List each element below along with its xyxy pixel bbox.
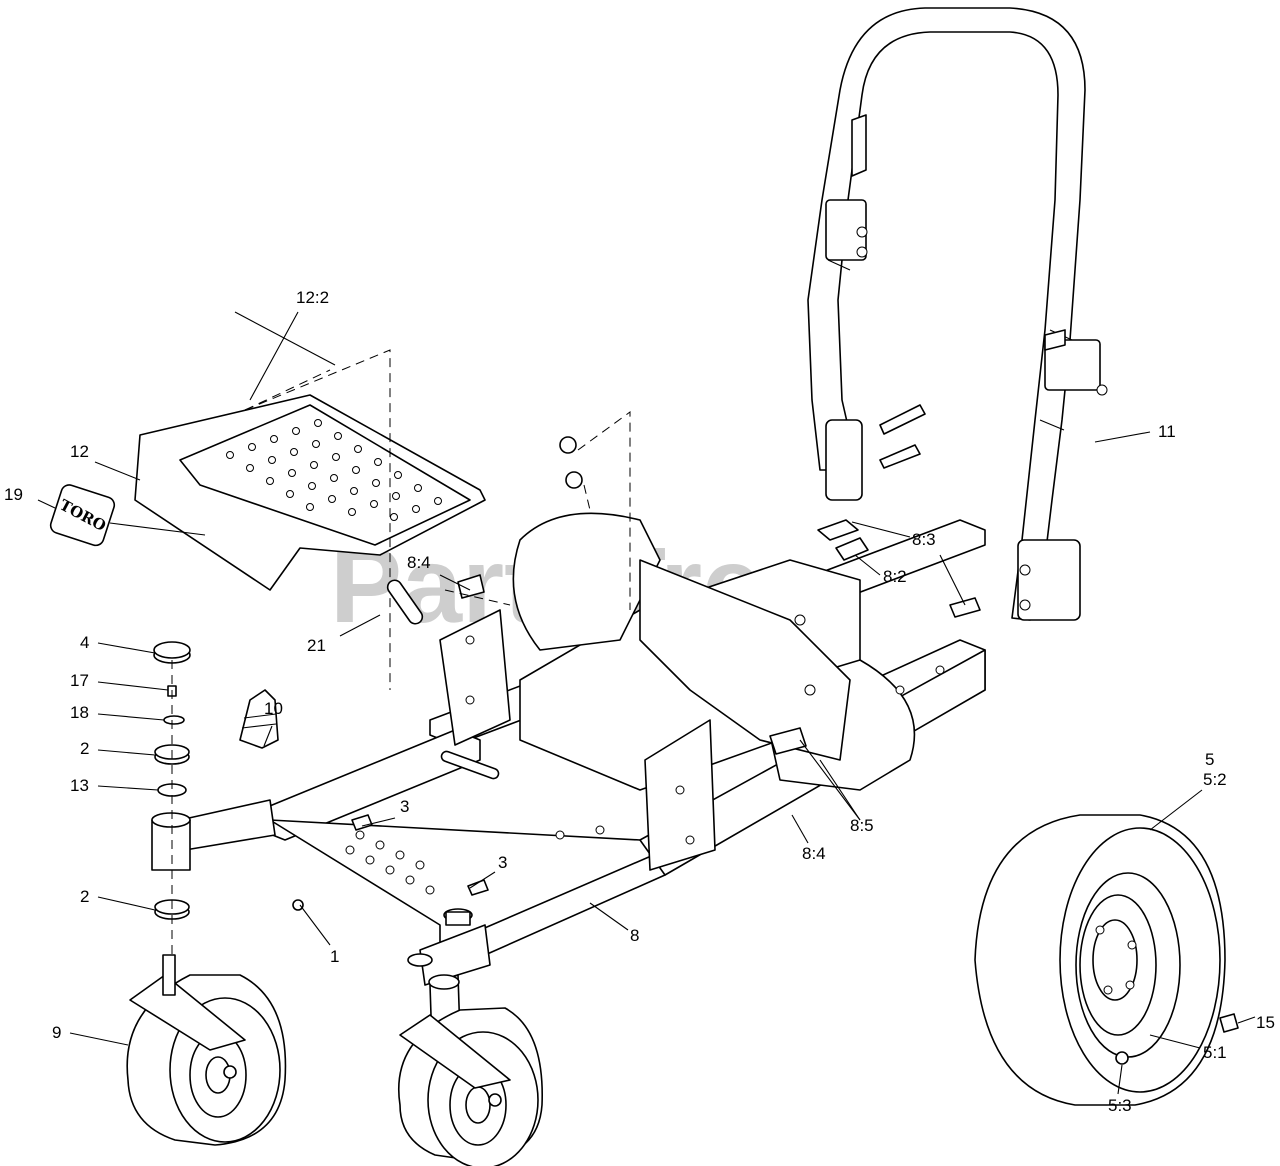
caster-wheel-right [398, 1007, 543, 1166]
roll-bar [807, 7, 1108, 621]
caster-wheel-left [126, 954, 287, 1146]
rear-wheel [974, 814, 1239, 1106]
callout-11: 11 [1158, 422, 1176, 441]
callout-8-2: 8:2 [883, 567, 907, 586]
callout-8-3: 8:3 [912, 530, 936, 549]
callout-1: 1 [330, 947, 339, 966]
foot-plate [134, 349, 486, 690]
callout-3-upper: 3 [400, 797, 409, 816]
callout-3-lower: 3 [498, 853, 507, 872]
callout-2-upper: 2 [80, 739, 89, 758]
caster-stack [151, 641, 191, 1000]
callout-4: 4 [80, 633, 89, 652]
frame [179, 512, 986, 986]
clip [351, 814, 373, 831]
callout-13: 13 [70, 776, 89, 795]
callout-17: 17 [70, 671, 89, 690]
callout-8-4-bottom: 8:4 [802, 844, 826, 863]
callouts: 12:2 12 19 8:4 21 4 17 18 2 13 10 2 3 3 … [4, 288, 1275, 1115]
callout-12: 12 [70, 442, 89, 461]
callout-19: 19 [4, 485, 23, 504]
callout-8-4-top: 8:4 [407, 553, 431, 572]
callout-18: 18 [70, 703, 89, 722]
callout-10: 10 [264, 699, 283, 718]
callout-8: 8 [630, 926, 639, 945]
callout-5-2: 5:2 [1203, 770, 1227, 789]
grommet [386, 579, 424, 625]
callout-5-1: 5:1 [1203, 1043, 1227, 1062]
nuts [559, 436, 583, 489]
callout-8-5: 8:5 [850, 816, 874, 835]
callout-12-2: 12:2 [296, 288, 329, 307]
callout-2-lower: 2 [80, 887, 89, 906]
callout-9: 9 [52, 1023, 61, 1042]
toro-logo-decal: TORO [49, 484, 116, 547]
callout-5: 5 [1205, 750, 1214, 769]
leader-lines [37, 311, 1256, 1095]
callout-5-3: 5:3 [1108, 1096, 1132, 1115]
screw [292, 899, 304, 911]
callout-21: 21 [307, 636, 326, 655]
callout-15: 15 [1256, 1013, 1275, 1032]
